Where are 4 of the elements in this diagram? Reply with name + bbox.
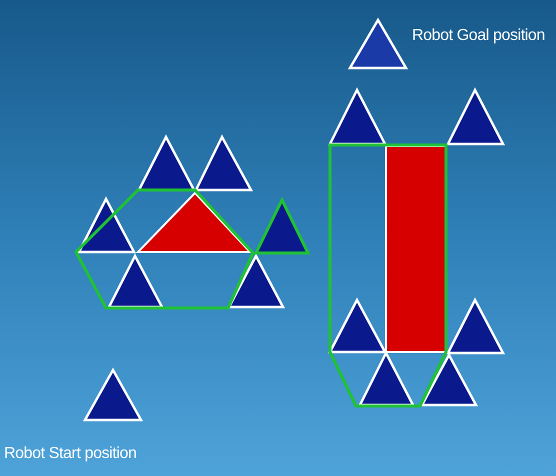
robot-triangle	[348, 18, 408, 70]
position-label: Robot Start position	[4, 445, 137, 463]
position-label: Robot Goal position	[412, 27, 545, 45]
robot-triangle	[82, 367, 144, 422]
